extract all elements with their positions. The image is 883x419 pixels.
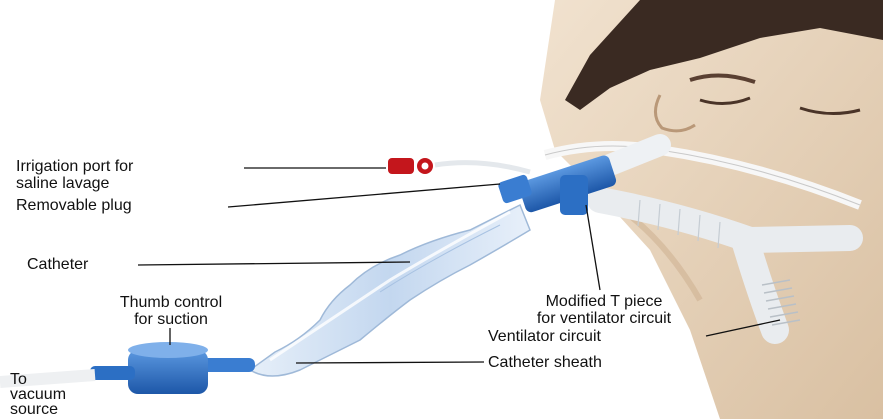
label-ventilator-circuit: Ventilator circuit	[488, 328, 601, 345]
label-removable-plug: Removable plug	[16, 197, 132, 214]
thumb-control-valve	[90, 342, 255, 394]
label-thumb-control: Thumb control for suction	[96, 294, 246, 328]
irrigation-port	[388, 158, 433, 174]
irrigation-line	[435, 163, 530, 172]
label-to-vacuum-source: To vacuum source	[10, 372, 66, 417]
label-irrigation-port: Irrigation port for saline lavage	[16, 158, 133, 192]
label-catheter: Catheter	[27, 256, 88, 273]
label-modified-t-piece: Modified T piece for ventilator circuit	[484, 293, 724, 327]
label-catheter-sheath: Catheter sheath	[488, 354, 602, 371]
